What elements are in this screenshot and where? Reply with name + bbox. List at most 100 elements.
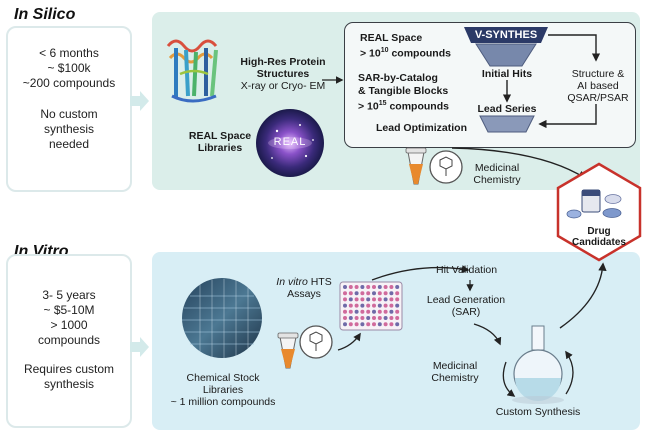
well-dot — [348, 285, 353, 289]
test-tube-icon — [405, 147, 427, 185]
well-dot — [383, 303, 388, 308]
vitro-stat-cost: ~ $5-10M — [43, 303, 95, 317]
well-dot — [348, 303, 353, 308]
initial-hits-label: Initial Hits — [481, 68, 533, 80]
real-space-count: > 1010 compounds — [360, 45, 451, 60]
well-dot — [354, 322, 359, 327]
label-line: Medicinal — [474, 162, 520, 174]
test-tube-icon — [277, 332, 299, 369]
sar-count: > 1015 compounds — [358, 98, 449, 113]
label-line: Chemistry — [431, 372, 479, 384]
silico-note-line: synthesis — [43, 122, 95, 136]
well-dot — [343, 303, 347, 308]
well-dot — [366, 303, 371, 308]
silico-chevron-arrow-icon — [130, 91, 149, 111]
lead-generation-label: Lead Generation (SAR) — [420, 294, 512, 318]
well-dot — [383, 291, 388, 296]
vitro-stat-time: 3- 5 years — [42, 288, 96, 302]
real-sphere-text: REAL — [273, 136, 307, 148]
well-dot — [360, 322, 365, 327]
lead-optimization-label: Lead Optimization — [376, 122, 468, 134]
well-dot — [354, 316, 359, 320]
label-line: Chemical Stock — [186, 372, 260, 384]
well-dot — [377, 322, 382, 327]
tangible-blocks-heading: & Tangible Blocks — [358, 85, 449, 97]
well-dot — [360, 285, 365, 289]
well-dot — [372, 297, 376, 302]
silico-note-line: needed — [48, 137, 90, 151]
well-dot — [360, 297, 365, 302]
hts-italic: In vitro — [276, 276, 308, 288]
silico-note-line: No custom — [40, 107, 98, 121]
label-line: X-ray or Cryo- EM — [240, 80, 326, 92]
well-dot — [360, 303, 365, 308]
well-dot — [389, 316, 394, 320]
real-space-sphere-icon — [256, 109, 324, 177]
well-dot — [372, 285, 376, 289]
in-silico-title: In Silico — [14, 6, 76, 23]
well-dot — [366, 297, 371, 302]
vitro-note-line: synthesis — [43, 377, 95, 391]
well-dot — [366, 291, 371, 296]
well-dot — [348, 322, 353, 327]
label-line: (SAR) — [451, 306, 481, 318]
v-synthes-banner — [464, 27, 548, 43]
label-line: Medicinal — [432, 360, 478, 372]
silico-stat-compounds: ~200 compounds — [22, 76, 116, 90]
well-dot — [377, 309, 382, 314]
protein-structure-icon — [166, 39, 218, 103]
well-dot — [348, 309, 353, 314]
silico-stat-cost: ~ $100k — [47, 61, 91, 75]
well-dot — [348, 297, 353, 302]
label-line: AI based — [577, 80, 619, 92]
vitro-stat-compounds-unit: compounds — [37, 333, 101, 347]
vitro-medicinal-chemistry-label: Medicinal Chemistry — [420, 360, 490, 384]
well-dot — [389, 291, 394, 296]
well-dot — [366, 316, 371, 320]
in-vitro-summary-box: 3- 5 years ~ $5-10M > 1000 compounds Req… — [6, 254, 132, 428]
count-exponent: 15 — [378, 100, 387, 107]
custom-synthesis-label: Custom Synthesis — [495, 406, 581, 418]
protein-structures-label: High-Res Protein Structures X-ray or Cry… — [228, 56, 338, 92]
count-exponent: 10 — [380, 47, 389, 54]
well-dot — [343, 322, 347, 327]
chemical-library-shelves-icon — [182, 278, 262, 358]
well-dot — [395, 291, 400, 296]
label-line: ~ 1 million compounds — [170, 396, 276, 408]
well-dot — [395, 322, 400, 327]
well-dot — [354, 291, 359, 296]
well-dot — [377, 297, 382, 302]
well-dot — [389, 303, 394, 308]
well-dot — [395, 303, 400, 308]
count-suffix: compounds — [386, 100, 449, 113]
label-line: Libraries — [202, 384, 244, 396]
pills-icon — [566, 189, 622, 219]
well-dot — [372, 316, 376, 320]
well-dot — [383, 285, 388, 289]
round-bottom-flask-icon — [512, 325, 564, 404]
count-prefix: > 10 — [360, 47, 381, 60]
well-dot — [383, 322, 388, 327]
well-dot — [372, 303, 376, 308]
label-line: Lead Generation — [426, 294, 506, 306]
v-synthes-label: V-SYNTHES — [474, 29, 538, 41]
well-dot — [348, 291, 353, 296]
hts-well-plate-icon — [339, 281, 403, 331]
well-dot — [377, 285, 382, 289]
initial-hits-funnel-icon — [475, 43, 537, 67]
label-line: Structures — [256, 68, 310, 80]
vitro-chevron-arrow-icon — [130, 337, 149, 357]
count-suffix: compounds — [388, 47, 451, 60]
label-line: Chemistry — [473, 174, 521, 186]
well-dot — [389, 285, 394, 289]
well-dot — [389, 309, 394, 314]
well-dot — [354, 303, 359, 308]
label-line: Drug — [587, 226, 611, 237]
well-dot — [377, 291, 382, 296]
chemical-stock-libraries-label: Chemical Stock Libraries ~ 1 million com… — [162, 372, 284, 408]
well-dot — [377, 316, 382, 320]
well-dot — [348, 316, 353, 320]
well-dot — [383, 297, 388, 302]
well-dot — [395, 297, 400, 302]
